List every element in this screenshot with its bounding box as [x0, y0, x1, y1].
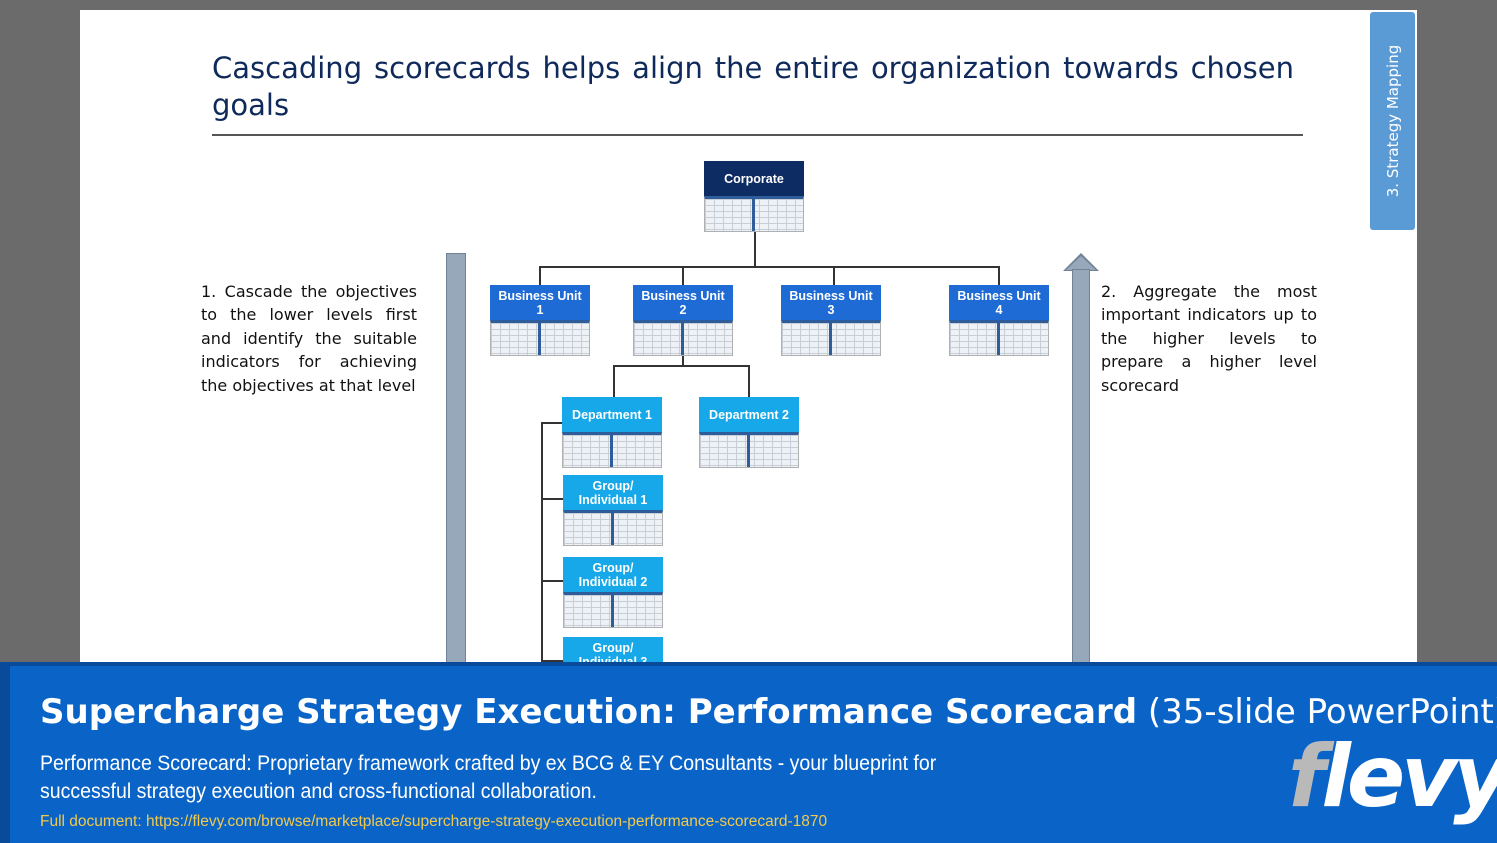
group-label: Group/ Individual 2 — [563, 557, 663, 592]
business-unit-label: Business Unit 3 — [781, 285, 881, 320]
corporate-scorecard: Corporate — [704, 161, 804, 232]
group-label: Group/ Individual 3 — [563, 637, 663, 662]
banner-title: Supercharge Strategy Execution: Performa… — [40, 692, 1497, 732]
banner-accent-strip — [0, 666, 10, 843]
group-scorecard: Group/ Individual 2 — [563, 557, 663, 628]
scorecard-grid — [563, 510, 663, 546]
section-tab[interactable]: 3. Strategy Mapping — [1370, 12, 1415, 230]
connector — [998, 266, 1000, 286]
scorecard-grid — [949, 320, 1049, 356]
aggregate-note: 2. Aggregate the most important indicato… — [1101, 282, 1317, 395]
connector — [613, 365, 615, 397]
banner-title-bold: Supercharge Strategy Execution: Performa… — [40, 692, 1138, 732]
up-arrow-shaft — [1072, 269, 1090, 662]
group-scorecard: Group/ Individual 1 — [563, 475, 663, 546]
business-unit-scorecard: Business Unit 1 — [490, 285, 590, 356]
title-divider — [212, 134, 1303, 136]
connector — [833, 266, 835, 286]
group-label: Group/ Individual 1 — [563, 475, 663, 510]
slide-title: Cascading scorecards helps align the ent… — [212, 51, 1294, 122]
section-tab-label: 3. Strategy Mapping — [1383, 44, 1402, 198]
cascade-note: 1. Cascade the objectives to the lower l… — [201, 282, 417, 395]
banner-subtitle: Performance Scorecard: Proprietary frame… — [40, 752, 937, 803]
flevy-logo[interactable]: flevy — [1288, 727, 1497, 827]
department-scorecard: Department 2 — [699, 397, 799, 468]
business-unit-label: Business Unit 1 — [490, 285, 590, 320]
promo-banner: Supercharge Strategy Execution: Performa… — [0, 662, 1497, 843]
down-arrow-shaft — [446, 253, 466, 662]
connector — [541, 422, 563, 424]
business-unit-label: Business Unit 4 — [949, 285, 1049, 320]
banner-title-light: (35-slide PowerPoint) — [1147, 692, 1497, 732]
scorecard-grid — [563, 592, 663, 628]
business-unit-label: Business Unit 2 — [633, 285, 733, 320]
group-scorecard: Group/ Individual 3 — [563, 637, 663, 662]
connector — [539, 266, 1000, 268]
scorecard-grid — [699, 432, 799, 468]
connector — [541, 660, 563, 662]
slide: Cascading scorecards helps align the ent… — [80, 10, 1417, 662]
department-label: Department 2 — [699, 397, 799, 432]
business-unit-scorecard: Business Unit 3 — [781, 285, 881, 356]
scorecard-grid — [490, 320, 590, 356]
scorecard-grid — [562, 432, 662, 468]
department-label: Department 1 — [562, 397, 662, 432]
business-unit-scorecard: Business Unit 4 — [949, 285, 1049, 356]
connector — [541, 580, 563, 582]
connector — [541, 498, 563, 500]
connector — [682, 266, 684, 286]
scorecard-grid — [781, 320, 881, 356]
connector — [541, 422, 543, 662]
business-unit-scorecard: Business Unit 2 — [633, 285, 733, 356]
scorecard-grid — [704, 196, 804, 232]
scorecard-grid — [633, 320, 733, 356]
corporate-label: Corporate — [704, 161, 804, 196]
department-scorecard: Department 1 — [562, 397, 662, 468]
up-arrow-head — [1063, 253, 1099, 271]
connector — [613, 365, 750, 367]
connector — [748, 365, 750, 397]
connector — [539, 266, 541, 286]
connector — [682, 354, 684, 366]
connector — [754, 232, 756, 268]
document-link[interactable]: Full document: https://flevy.com/browse/… — [40, 813, 828, 830]
